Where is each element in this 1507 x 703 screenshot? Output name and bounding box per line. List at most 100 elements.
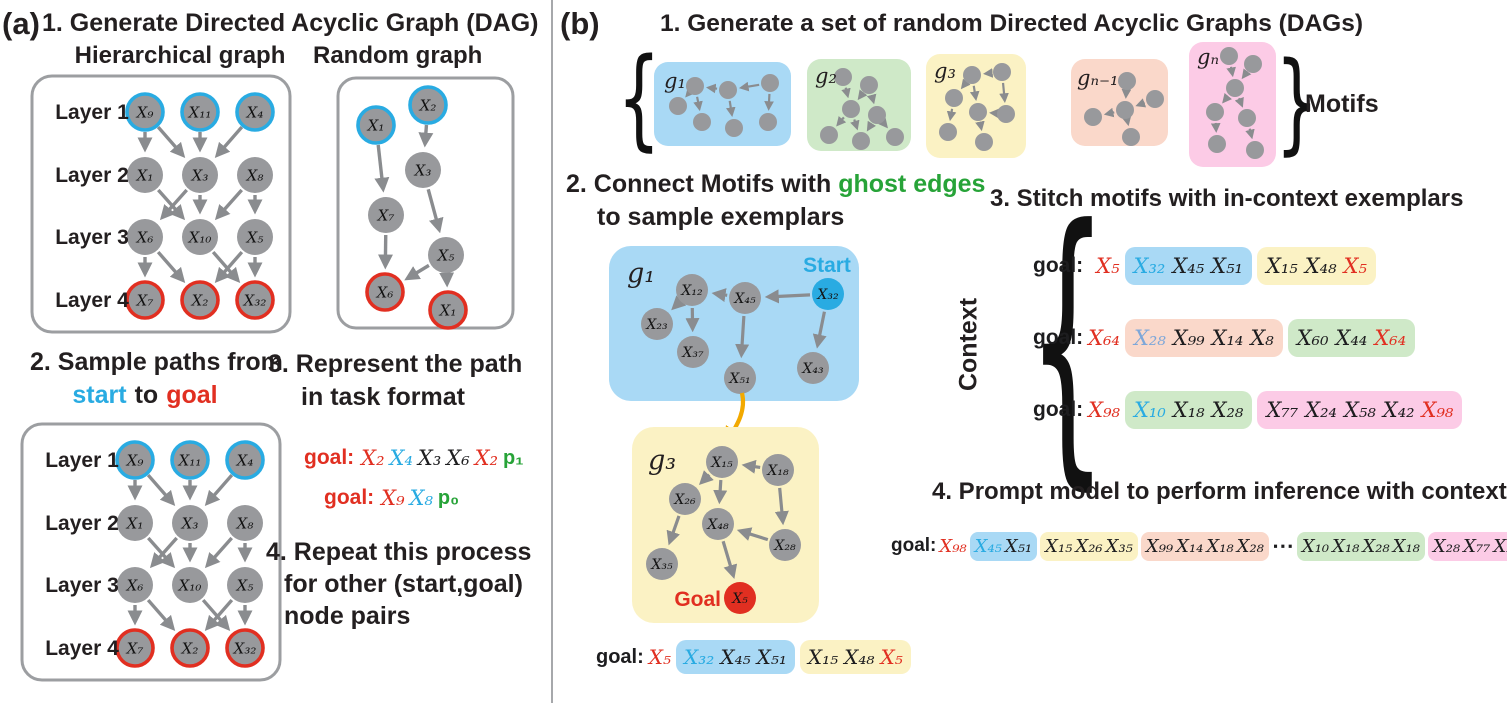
graph-edge <box>1121 115 1132 127</box>
graph-edge <box>1234 96 1244 108</box>
graph-node-startfill <box>812 278 844 310</box>
graph-node-plain <box>820 126 838 144</box>
graph-node-label: X₈ <box>246 166 264 184</box>
graph-edge <box>666 515 681 546</box>
graph-edge <box>866 120 877 132</box>
graph-node-label: X₄₅ <box>733 291 756 307</box>
to-word: to <box>134 381 159 409</box>
panel-b-label: (b) <box>560 6 600 41</box>
graph-node-plain <box>852 132 870 150</box>
panel-b-step2-title: 2. Connect Motifs with ghost edges <box>566 170 985 199</box>
graph-label-glabel-sm: gₙ₋₁ <box>1077 66 1118 90</box>
graph-node-label: X₆ <box>136 228 154 246</box>
context-brace: { <box>1027 166 1108 515</box>
graph-label-layer: Layer 1 <box>55 101 129 124</box>
graph-label-layer: Layer 1 <box>45 449 119 472</box>
graph-node-goal <box>115 628 155 668</box>
graph-label-glabel-sm: g₁ <box>664 69 686 93</box>
graph-node-plain <box>997 105 1015 123</box>
goal-token: X₉₈ <box>1088 398 1120 422</box>
graph-node-label: X₃₂ <box>233 639 257 657</box>
graph-node-plain <box>237 219 273 255</box>
graph-node-plain <box>1244 55 1262 73</box>
graph-node-plain <box>993 63 1011 81</box>
graph-node-plain <box>1206 103 1224 121</box>
path-token: X₄₅ <box>720 645 751 669</box>
graph-edge <box>878 117 888 129</box>
path-token: X₉₈ <box>1088 398 1120 422</box>
goal-label: goal: <box>304 446 355 469</box>
graph-node-plain <box>693 113 711 131</box>
graph-node-plain <box>834 68 852 86</box>
graph-edge <box>671 295 687 311</box>
graph-node-plain <box>127 157 163 193</box>
graph-node-start <box>170 440 210 480</box>
graph-box <box>336 76 515 330</box>
graph-node-plain <box>797 352 829 384</box>
graph-edge <box>960 78 971 90</box>
path-token: X₄₄ <box>1335 326 1368 350</box>
graph-node-plain <box>182 157 218 193</box>
graph-node-plain <box>939 123 957 141</box>
graph-node-goal <box>225 628 265 668</box>
graph-node-label: X₉ <box>136 103 154 121</box>
context-label: Context <box>954 297 983 392</box>
graph-edge <box>693 96 703 112</box>
graph-node-plain <box>669 483 701 515</box>
graph-edge <box>725 100 736 118</box>
path-token: X₄ <box>389 446 413 470</box>
graph-node-label: X₇ <box>126 639 144 657</box>
path-token: X₂₈ <box>1211 398 1244 422</box>
graph-node-plain <box>762 454 794 486</box>
graph-node-label: X₁₁ <box>188 103 212 121</box>
panel-a-step2-subtitle: start to goal <box>30 381 260 410</box>
graph-node-label: X₁₁ <box>178 451 202 469</box>
graph-node-plain <box>1208 135 1226 153</box>
graph-node-label: X₂₃ <box>645 317 668 333</box>
graph-edge <box>1241 68 1252 80</box>
graph-node-label: X₁₀ <box>188 228 212 246</box>
graph-node-label: X₂ <box>419 96 437 114</box>
graph-node-label: X₂ <box>181 639 199 657</box>
graph-node-plain <box>368 197 404 233</box>
goal-token: X₉₈ <box>939 536 966 557</box>
graph-edge <box>201 598 231 632</box>
graph-node-label: X₁ <box>367 116 385 134</box>
graph-node-plain <box>127 219 163 255</box>
graph-node-plain <box>868 106 886 124</box>
graph-label-layer: Layer 3 <box>55 226 129 249</box>
graph-node-label: X₅ <box>236 576 254 594</box>
graph-node-plain <box>1226 79 1244 97</box>
graph-node-label: X₄ <box>236 451 254 469</box>
path-token: X₇₇ <box>1463 535 1491 557</box>
path-token: X₁₄ <box>1176 535 1204 557</box>
graph-node-plain <box>1238 109 1256 127</box>
graph-node-plain <box>969 103 987 121</box>
graph-edge <box>374 144 390 193</box>
ghost-edges-text: ghost edges <box>838 170 986 198</box>
graph-node-plain <box>759 113 777 131</box>
path-token: X₅ <box>880 645 903 669</box>
graph-node-label: X₁ <box>136 166 154 184</box>
graph-node-start <box>356 105 396 145</box>
path-token: X₅₁ <box>756 645 787 669</box>
path-token: X₁₅ <box>1045 535 1073 557</box>
graph-node-label: X₃₇ <box>681 345 704 361</box>
graph-node-plain <box>724 362 756 394</box>
graph-node-label: X₃₂ <box>816 287 839 303</box>
motifs-left-brace: { <box>617 34 661 162</box>
graph-edge <box>1135 98 1147 108</box>
graph-node-label: X₂₈ <box>773 538 796 554</box>
graph-edge <box>999 82 1009 103</box>
graph-node-plain <box>769 529 801 561</box>
